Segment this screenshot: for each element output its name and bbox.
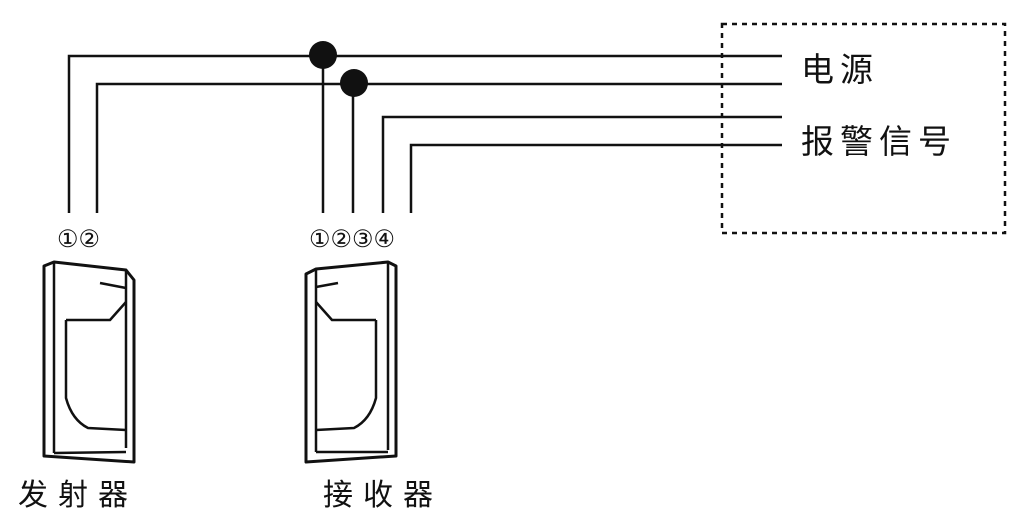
transmitter-caption: 发射器 [18, 478, 138, 512]
receiver-caption: 接收器 [323, 478, 443, 512]
junction-dot-1 [309, 41, 337, 69]
transmitter-terminals: ①② [57, 225, 100, 253]
transmitter-device [42, 260, 136, 464]
receiver-terminals: ①②③④ [309, 225, 395, 253]
alarm-signal-label: 报警信号 [801, 122, 957, 161]
receiver-device [304, 260, 398, 464]
junction-dot-2 [340, 69, 368, 97]
control-panel: 电源 报警信号 [720, 22, 1007, 235]
power-wire-1 [67, 54, 782, 213]
power-wire-2 [95, 82, 782, 213]
alarm-wire-2 [409, 143, 782, 213]
power-label: 电源 [801, 50, 879, 89]
wires [67, 54, 782, 213]
control-panel-box [720, 22, 1007, 235]
alarm-wire-1 [381, 115, 782, 213]
